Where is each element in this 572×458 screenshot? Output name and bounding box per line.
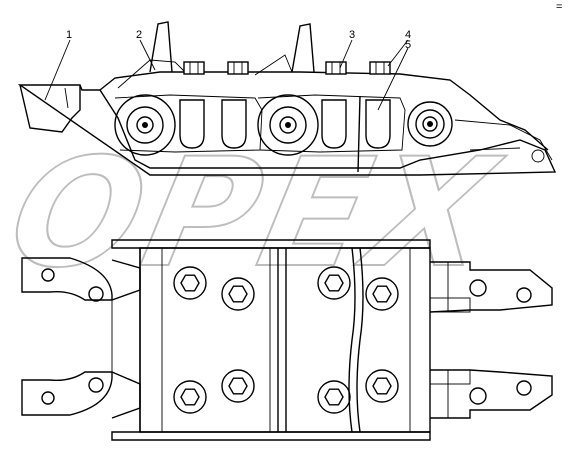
callout-2: 2: [136, 29, 142, 41]
hex-bolts: [173, 266, 399, 414]
top-view: [21, 239, 553, 441]
callout-5: 5: [405, 39, 411, 51]
watermark: OPEX: [0, 125, 515, 302]
callout-1: 1: [66, 29, 72, 41]
side-view: [17, 21, 557, 176]
top-bolts: [183, 61, 391, 75]
corner-mark: =: [556, 1, 562, 13]
link-slots: [179, 99, 391, 149]
callout-4: 4: [405, 29, 411, 41]
link-rollers: [114, 94, 453, 156]
callout-3: 3: [349, 29, 355, 41]
leader-lines: [44, 39, 409, 111]
callouts: 1 2 3 4 5: [66, 29, 411, 51]
watermark-text: OPEX: [0, 126, 514, 301]
